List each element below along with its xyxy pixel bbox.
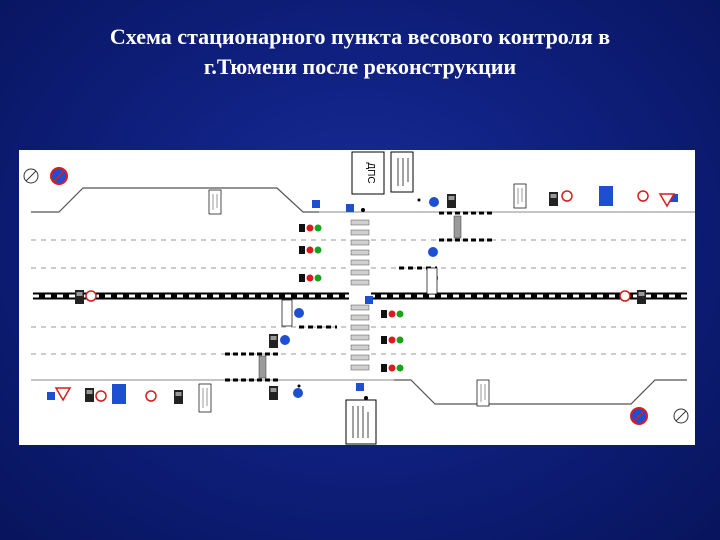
weigh-point-booth-bottom xyxy=(345,399,377,445)
info-sign-icon xyxy=(198,183,527,413)
no-entry-sign-icon xyxy=(23,168,689,424)
speed-limit-sign-icon xyxy=(85,190,649,402)
weigh-point-booth-top xyxy=(390,151,414,193)
info-plate-lines xyxy=(202,188,523,408)
dps-label: ДПС xyxy=(365,162,376,183)
traffic-lights-left xyxy=(299,224,322,282)
slide-title: Схема стационарного пункта весового конт… xyxy=(0,22,720,82)
weigh-station-scheme: ДПС xyxy=(19,150,695,445)
lane-direction-sign-icon xyxy=(47,186,678,404)
dps-building: ДПС xyxy=(351,151,385,195)
warning-sign-icon xyxy=(54,193,676,402)
weigh-platform-lower xyxy=(225,352,281,382)
traffic-lights-right xyxy=(381,310,404,372)
upper-road-edge xyxy=(31,187,695,213)
weigh-platform-upper xyxy=(439,211,495,242)
title-line-1: Схема стационарного пункта весового конт… xyxy=(109,24,611,49)
pedestrian-crossing xyxy=(349,216,371,376)
sign-posts xyxy=(297,198,421,400)
no-stopping-sign-icon xyxy=(50,167,648,425)
title-line-2: г.Тюмени после реконструкции xyxy=(203,54,517,79)
scheme-drawing: ДПС xyxy=(23,151,695,445)
lower-road-edge xyxy=(31,379,687,405)
